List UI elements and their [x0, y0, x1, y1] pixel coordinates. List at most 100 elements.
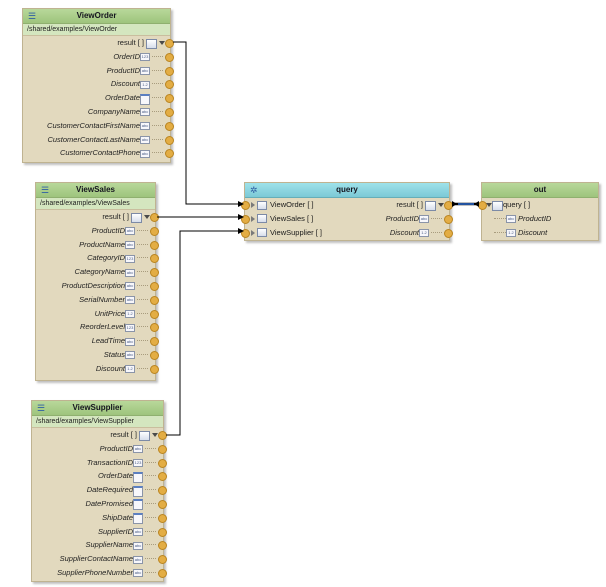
node-vieworder[interactable]: ☰ ViewOrder /shared/examples/ViewOrder r… [22, 8, 174, 163]
output-port[interactable] [150, 213, 159, 222]
node-query-header[interactable]: ✲ query [245, 183, 449, 198]
node-vieworder-result-row[interactable]: result [ ] [23, 36, 174, 50]
out-field-label: Discount [518, 227, 548, 237]
output-port[interactable] [150, 240, 159, 250]
node-query-row-1[interactable]: ViewOrder [ ] result [ ] [241, 198, 453, 212]
node-viewsupplier-result-row[interactable]: result [ ] [32, 428, 167, 442]
wire-viewsupplier-query[interactable] [166, 228, 244, 436]
node-out-header[interactable]: out [482, 183, 598, 198]
output-port[interactable] [165, 149, 174, 159]
output-port[interactable] [165, 135, 174, 145]
triangle-down-icon[interactable] [152, 433, 158, 437]
output-port[interactable] [150, 309, 159, 319]
node-out-input-row[interactable]: query [ ] [478, 198, 598, 212]
node-query[interactable]: ✲ query ViewOrder [ ] result [ ] ViewSal… [241, 182, 453, 241]
field-row[interactable]: OrderDate [23, 91, 174, 105]
wire-vieworder-query[interactable] [173, 41, 244, 207]
query-input-vieworder[interactable]: ViewOrder [ ] [251, 198, 314, 212]
input-port[interactable] [241, 214, 250, 224]
node-vieworder-header[interactable]: ☰ ViewOrder [23, 9, 170, 24]
node-out-field-row[interactable]: 1.2 Discount [482, 226, 598, 240]
field-row[interactable]: ShipDate [32, 511, 167, 525]
output-port[interactable] [165, 52, 174, 62]
node-viewsupplier-header[interactable]: ☰ ViewSupplier [32, 401, 163, 416]
output-port[interactable] [158, 444, 167, 454]
output-port[interactable] [158, 499, 167, 509]
field-row[interactable]: DatePromised [32, 497, 167, 511]
output-port[interactable] [150, 364, 159, 374]
output-port[interactable] [158, 458, 167, 468]
output-port[interactable] [150, 323, 159, 333]
output-port[interactable] [165, 94, 174, 104]
output-port[interactable] [158, 486, 167, 496]
play-icon [251, 215, 255, 222]
output-port[interactable] [150, 295, 159, 305]
output-port[interactable] [158, 472, 167, 482]
output-port[interactable] [165, 66, 174, 76]
query-input-viewsales[interactable]: ViewSales [ ] [251, 212, 313, 226]
node-viewsupplier[interactable]: ☰ ViewSupplier /shared/examples/ViewSupp… [31, 400, 167, 582]
field-row[interactable]: OrderDate [32, 469, 167, 483]
output-port[interactable] [150, 350, 159, 360]
output-port[interactable] [158, 555, 167, 565]
input-port[interactable] [241, 201, 250, 210]
output-port[interactable] [158, 568, 167, 578]
triangle-down-icon[interactable] [144, 215, 150, 219]
node-viewsales-result-row[interactable]: result [ ] [36, 210, 159, 224]
output-port[interactable] [150, 281, 159, 291]
output-port[interactable] [158, 431, 167, 440]
decimal-type-icon: 1.2 [506, 229, 516, 238]
output-port[interactable] [165, 39, 174, 48]
output-port[interactable] [158, 541, 167, 551]
triangle-down-icon[interactable] [159, 41, 165, 45]
field-connector [145, 489, 156, 491]
field-row[interactable]: DateRequired [32, 483, 167, 497]
output-port[interactable] [165, 80, 174, 90]
output-port[interactable] [444, 201, 453, 210]
node-query-row-2[interactable]: ViewSales [ ] ProductID abc [241, 212, 453, 226]
output-port[interactable] [165, 107, 174, 117]
output-port[interactable] [150, 337, 159, 347]
input-port[interactable] [241, 228, 250, 238]
triangle-down-icon[interactable] [486, 203, 492, 207]
output-port[interactable] [158, 513, 167, 523]
node-query-row-3[interactable]: ViewSupplier [ ] Discount 1.2 [241, 226, 453, 240]
output-port[interactable] [444, 214, 453, 224]
output-port[interactable] [150, 226, 159, 236]
output-port[interactable] [150, 254, 159, 264]
node-out[interactable]: out query [ ] abc ProductID 1.2 Discount [478, 182, 599, 241]
output-port[interactable] [444, 228, 453, 238]
triangle-down-icon[interactable] [438, 203, 444, 207]
node-viewsales[interactable]: ☰ ViewSales /shared/examples/ViewSales r… [35, 182, 159, 381]
output-port[interactable] [158, 527, 167, 537]
node-out-field-row[interactable]: abc ProductID [482, 212, 598, 226]
output-port[interactable] [150, 268, 159, 278]
query-input-viewsupplier[interactable]: ViewSupplier [ ] [251, 226, 322, 240]
output-port[interactable] [165, 121, 174, 131]
node-viewsales-header[interactable]: ☰ ViewSales [36, 183, 155, 198]
